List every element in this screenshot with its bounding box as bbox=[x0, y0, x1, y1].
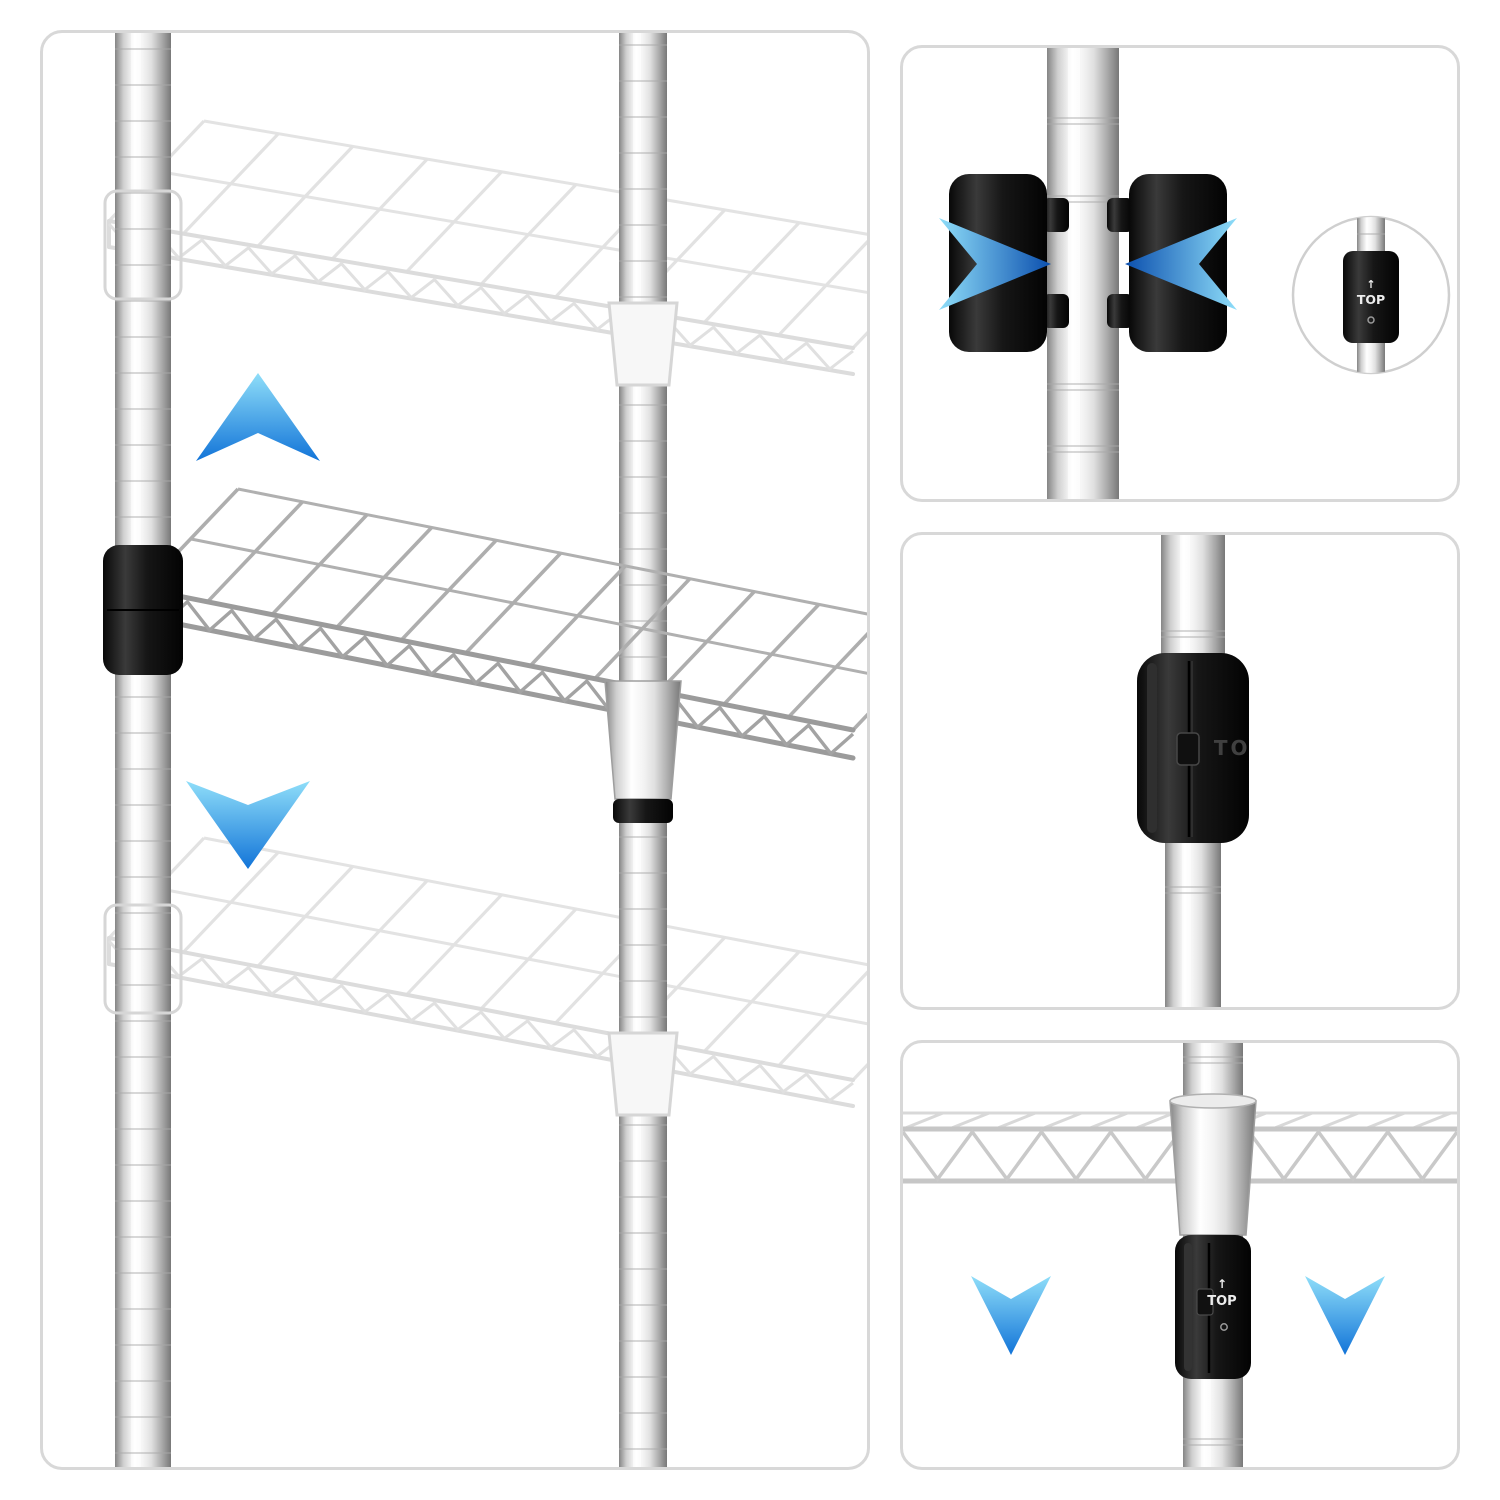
detail-pole bbox=[1047, 48, 1119, 499]
lock-top-marking-label: TOP bbox=[1207, 1294, 1236, 1309]
ghost-shelf-bottom-deck bbox=[107, 836, 867, 1082]
cone-sleeve bbox=[1169, 1093, 1257, 1236]
main-shelf-deck bbox=[141, 487, 867, 732]
ghost-clip-outline-top bbox=[103, 189, 183, 301]
clip-top-marking-label: TOP bbox=[1214, 736, 1268, 760]
clip-closed-drawing: TOP bbox=[1137, 535, 1268, 1007]
left-pole bbox=[115, 33, 171, 1467]
clip-attach-drawing: ↑ TOP bbox=[939, 48, 1451, 499]
ghost-shelf-top bbox=[107, 119, 867, 376]
ghost-cone-top bbox=[607, 301, 679, 387]
detail-pole-upper bbox=[1161, 535, 1225, 675]
collar-band-right-pole bbox=[613, 799, 673, 823]
lock-screw-detail bbox=[1220, 1323, 1228, 1331]
down-arrow-left-icon bbox=[971, 1276, 1051, 1355]
closed-clip-sleeve: TOP bbox=[1137, 653, 1268, 843]
main-shelf bbox=[140, 487, 867, 761]
up-arrow-icon bbox=[196, 373, 320, 461]
lock-clip-latch-tab bbox=[1196, 1288, 1214, 1316]
detail-pole-lower bbox=[1165, 820, 1221, 1007]
inset-up-arrow-glyph: ↑ bbox=[1366, 278, 1375, 291]
down-arrow-right-icon bbox=[1305, 1276, 1385, 1355]
inset-top-marking-label: TOP bbox=[1357, 292, 1385, 307]
cone-sleeve-right-pole bbox=[604, 680, 682, 800]
inset-screw-detail bbox=[1367, 316, 1375, 324]
inward-arrow-right-icon bbox=[1125, 218, 1237, 310]
left-pole-rings bbox=[115, 48, 171, 1454]
clip-latch-tab bbox=[1176, 732, 1200, 766]
lock-clip-sleeve: ↑ TOP bbox=[1175, 1235, 1251, 1379]
assembled-clip-inset: ↑ TOP bbox=[1291, 215, 1451, 375]
lock-up-arrow-glyph: ↑ bbox=[1217, 1277, 1227, 1291]
ghost-shelf-bottom bbox=[107, 836, 867, 1108]
inset-clip-sleeve bbox=[1343, 251, 1399, 343]
down-arrow-icon bbox=[186, 781, 310, 869]
shelf-clip-left-pole bbox=[103, 545, 183, 675]
shelf-lock-drawing: ↑ TOP bbox=[903, 1043, 1457, 1467]
clip-closed-detail-panel: TOP bbox=[900, 532, 1460, 1010]
shelf-height-adjust-drawing bbox=[103, 33, 867, 1467]
inward-arrow-left-icon bbox=[939, 218, 1051, 310]
shelf-lock-detail-panel: ↑ TOP bbox=[900, 1040, 1460, 1470]
main-illustration-panel bbox=[40, 30, 870, 1470]
clip-attach-detail-panel: ↑ TOP bbox=[900, 45, 1460, 502]
ghost-clip-outline-bottom bbox=[103, 903, 183, 1015]
ghost-cone-bottom bbox=[607, 1031, 679, 1117]
ghost-shelf-top-deck bbox=[107, 119, 867, 350]
